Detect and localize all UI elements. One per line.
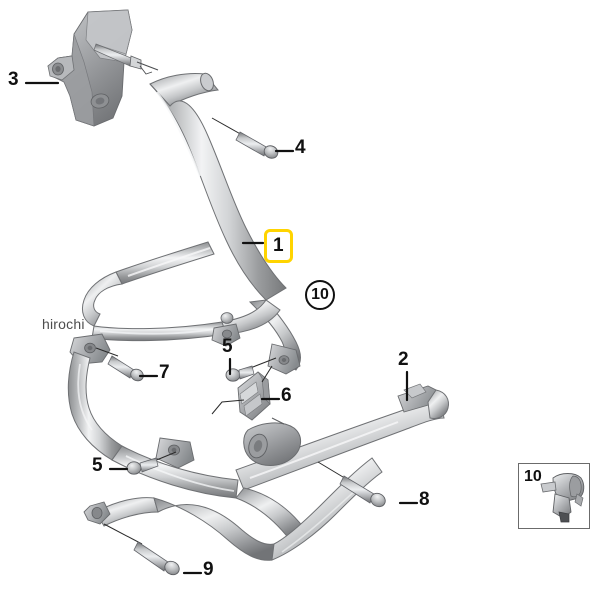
callout-10-circle[interactable]: 10 (305, 280, 335, 310)
callout-7[interactable]: 7 (159, 362, 170, 383)
part-6-spacer-bush (211, 365, 273, 421)
callout-8[interactable]: 8 (419, 489, 430, 510)
bolt-head-detail (220, 312, 234, 324)
callout-1-highlighted[interactable]: 1 (264, 229, 293, 263)
watermark-text: hirochi (42, 316, 85, 332)
callout-6[interactable]: 6 (281, 385, 292, 406)
part-4-hex-bolt (211, 117, 279, 159)
callout-4[interactable]: 4 (295, 137, 306, 158)
callout-5-lower[interactable]: 5 (92, 455, 103, 476)
part-7-hex-bolt (95, 347, 144, 382)
part-1-upper-protection-bar (81, 72, 301, 375)
callout-2[interactable]: 2 (398, 349, 409, 370)
part-3-mounting-bracket (47, 9, 159, 127)
part-8-hex-bolt-long (317, 461, 386, 508)
callout-5-upper[interactable]: 5 (222, 336, 233, 357)
inset-label-10: 10 (524, 468, 542, 485)
inset-clamp-illustration (540, 473, 585, 523)
inset-part-10-detail: 10 (518, 463, 590, 529)
callout-leader-lines (24, 81, 419, 575)
part-9-hex-bolt-long (103, 523, 180, 576)
callout-3[interactable]: 3 (8, 69, 19, 90)
callout-9[interactable]: 9 (203, 559, 214, 580)
